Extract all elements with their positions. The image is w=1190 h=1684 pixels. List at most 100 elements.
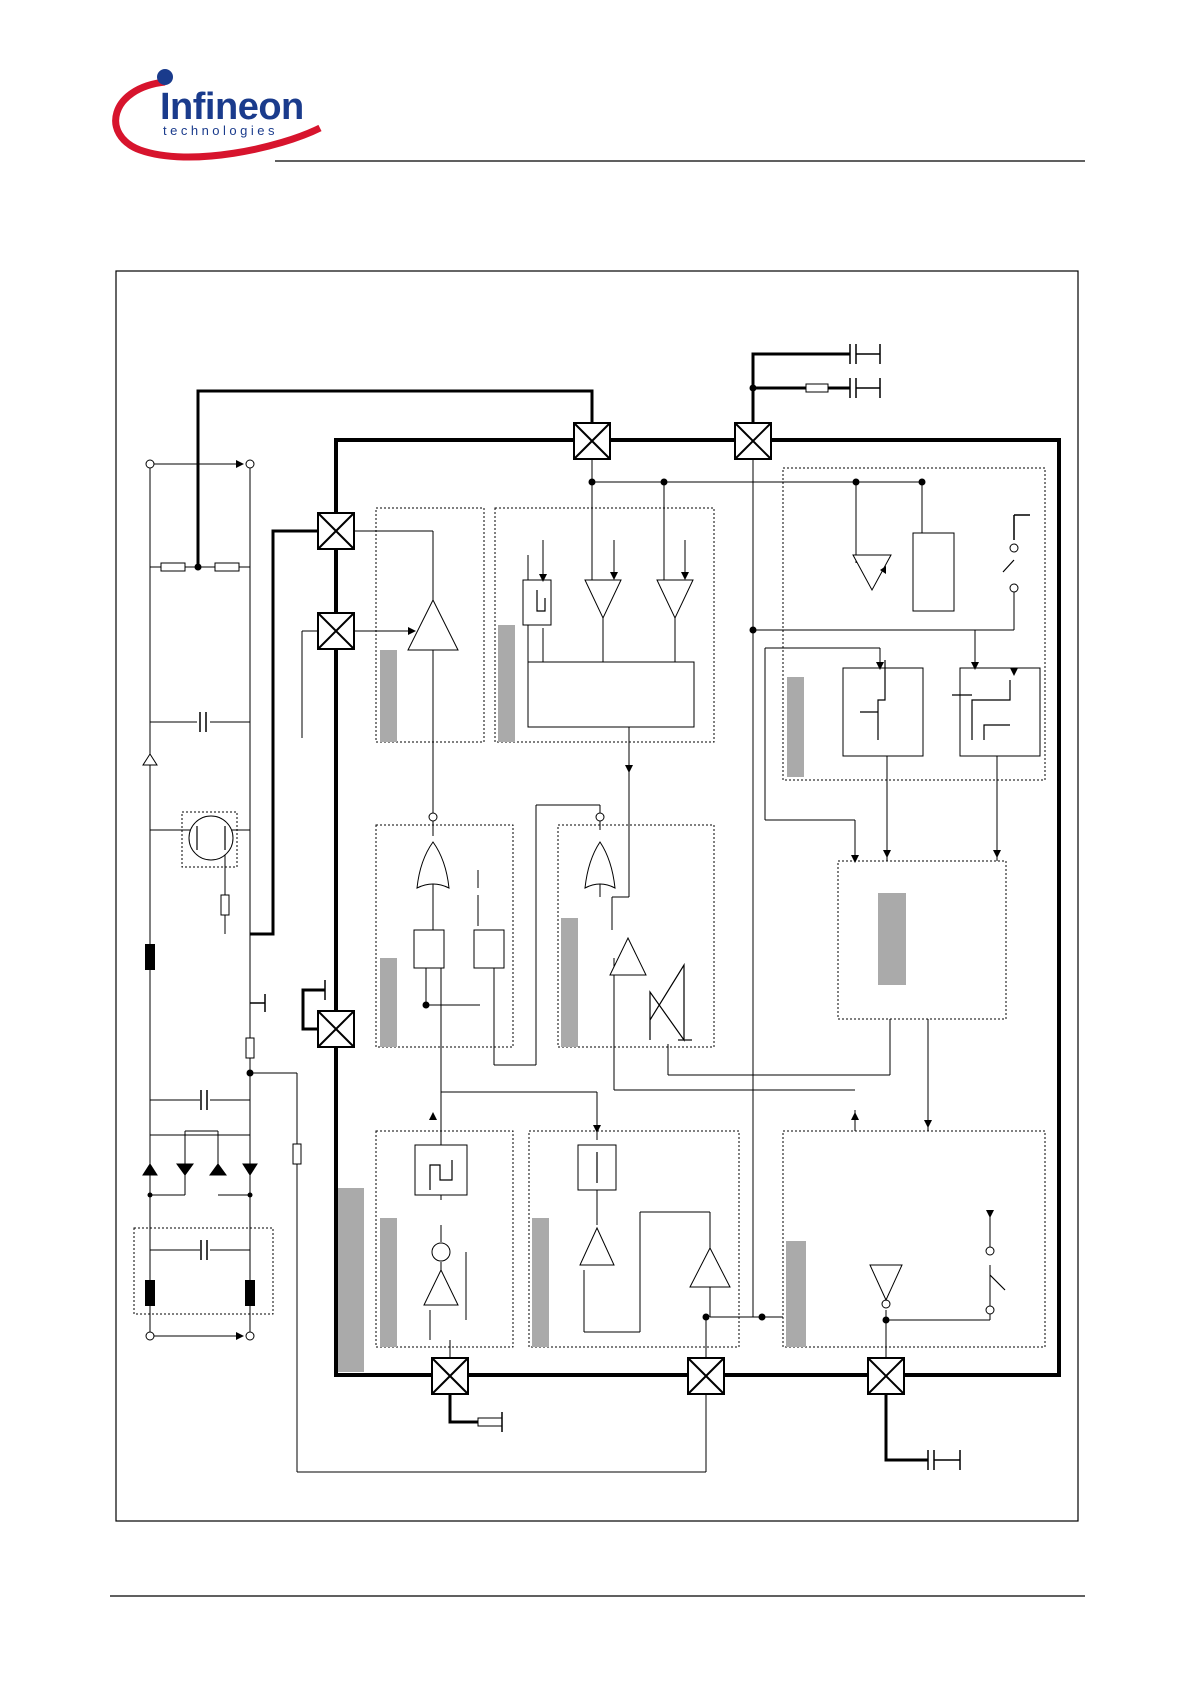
wire-gate-drive [250,529,318,936]
inverter-bubble [595,812,605,822]
grey-bar [380,958,397,1047]
comparator [852,554,892,592]
step-glyph [971,680,1011,740]
wire-top-pin-to-divider [196,389,594,567]
resistor [805,383,829,393]
arrow [681,572,689,580]
hysteresis-glyph [536,590,546,612]
step-glyph [877,660,886,740]
arrow [851,1112,859,1120]
arrow [971,662,979,670]
grey-bar [787,677,804,777]
pin-bottom-3 [867,1357,905,1395]
hysteresis-block [959,667,1041,757]
grey-bar [878,893,906,985]
diode [176,1163,194,1176]
arrow [924,1120,932,1128]
pulse-glyph [429,1160,453,1190]
arrow [539,574,547,582]
block-comparators [494,507,715,743]
arrow [876,662,884,670]
resistor [214,562,240,572]
pin-left-3 [317,1010,355,1048]
figure-frame [115,270,1079,1522]
pulse-block [414,1144,468,1196]
terminal [145,459,155,469]
pin-bottom-1 [431,1357,469,1395]
switch-contact [985,1305,995,1315]
wire-gnd [301,988,325,1031]
terminal [245,459,255,469]
flipflop-block [413,929,445,969]
error-amplifier [423,1268,459,1306]
diode [142,1163,158,1176]
grey-bar [380,650,397,742]
arrow [610,572,618,580]
diode [209,1163,227,1176]
comparator [656,579,694,620]
grey-bars [338,625,906,1372]
reference-block [912,532,955,612]
block-current-source [375,1130,514,1348]
inductor [245,1280,255,1306]
wire-pin-bottom-3 [884,1394,928,1462]
grey-bar [380,1218,397,1347]
nor-gate [584,841,616,889]
terminal [245,1331,255,1341]
pin-left-1 [317,512,355,550]
arrow [236,460,244,468]
hysteresis-block [842,667,924,757]
current-source [431,1242,451,1262]
terminal [145,1331,155,1341]
block-current-sense [375,507,485,743]
arrow [408,627,416,635]
resistor [292,1143,302,1165]
diode [142,753,158,766]
logic-block [527,661,695,728]
grey-bar [532,1218,549,1347]
arrow [883,850,891,858]
pin-top-2 [734,422,772,460]
arrow [851,855,859,863]
sense-amplifier [407,598,459,651]
block-ref-control [782,467,1046,781]
buffer [689,1246,731,1288]
wire-pin-bottom-1 [448,1394,478,1424]
arrow [880,566,886,574]
wire-vcc-cap [751,352,850,388]
pin-bottom-2 [687,1357,725,1395]
arrow [993,850,1001,858]
arrow [625,765,633,773]
wire-vcc-rc [751,386,850,423]
block-output-switch [782,1130,1046,1348]
logo-dot [157,69,173,85]
switch-contact [1009,543,1019,553]
switch-contact [1009,583,1019,593]
inverter-bubble [428,812,438,822]
resistor [477,1417,503,1427]
diode [242,1163,258,1176]
inductor [145,1280,155,1306]
comparator [579,1226,615,1266]
arrow [593,1125,601,1133]
arrow [1010,668,1018,676]
comparator [869,1264,903,1302]
arrow [236,1332,244,1340]
logo-wordmark: Infineon [160,86,304,128]
block-external-load [133,1227,274,1315]
nor-gate [416,841,450,889]
pin-top-1 [573,422,611,460]
comparator [609,936,647,976]
block-timer [528,1130,740,1348]
flipflop-block [473,929,505,969]
resistor [245,1037,255,1059]
block-control-unit [837,860,1007,1020]
pin-left-2 [317,612,355,650]
grey-bar [786,1241,806,1347]
grey-bar [498,625,515,742]
comparator [584,579,622,620]
inductor [145,944,155,970]
logo-subtitle: technologies [163,123,278,138]
block-oscillator [557,824,715,1048]
resistor [220,894,230,916]
